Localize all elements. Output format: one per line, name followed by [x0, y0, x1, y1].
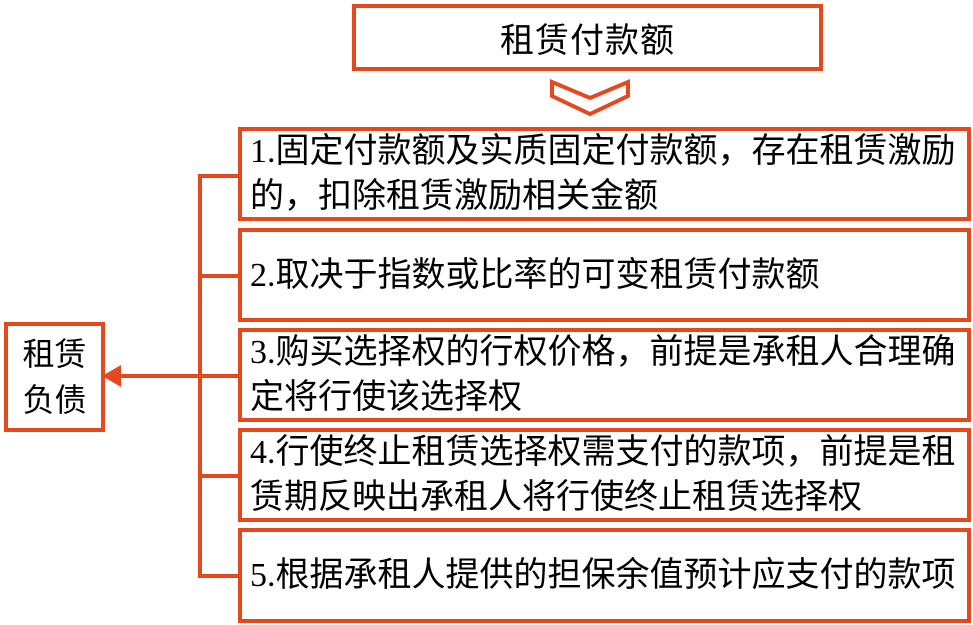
bracket-stub-3	[198, 374, 240, 378]
payment-item-text-2: 2.取决于指数或比率的可变租赁付款额	[250, 256, 820, 294]
bracket-stub-1	[198, 174, 240, 178]
lease-liability-line1: 租赁	[22, 336, 87, 372]
bracket-stub-4	[198, 474, 240, 478]
lease-liability-box: 租赁 负债	[4, 322, 105, 432]
title-box-label: 租赁付款额	[500, 23, 675, 60]
payment-item-box-4: 4.行使终止租赁选择权需支付的款项，前提是租赁期反映出承租人将行使终止租赁选择权	[238, 428, 971, 522]
lease-liability-line2: 负债	[22, 382, 87, 418]
chevron-down-icon	[550, 79, 630, 117]
arrow-left-icon	[102, 365, 121, 387]
arrow-left-shaft	[118, 374, 202, 378]
payment-item-text-4: 4.行使终止租赁选择权需支付的款项，前提是租赁期反映出承租人将行使终止租赁选择权	[250, 434, 956, 516]
bracket-stub-2	[198, 274, 240, 278]
payment-item-box-1: 1.固定付款额及实质固定付款额，存在租赁激励的，扣除租赁激励相关金额	[238, 127, 971, 221]
payment-item-text-1: 1.固定付款额及实质固定付款额，存在租赁激励的，扣除租赁激励相关金额	[250, 133, 956, 215]
title-box: 租赁付款额	[352, 4, 823, 71]
payment-item-box-5: 5.根据承租人提供的担保余值预计应支付的款项	[238, 528, 971, 623]
bracket-stub-5	[198, 574, 240, 578]
payment-item-text-3: 3.购买选择权的行权价格，前提是承租人合理确定将行使该选择权	[250, 334, 956, 416]
payment-item-box-2: 2.取决于指数或比率的可变租赁付款额	[238, 228, 971, 322]
payment-item-box-3: 3.购买选择权的行权价格，前提是承租人合理确定将行使该选择权	[238, 328, 971, 422]
payment-item-text-5: 5.根据承租人提供的担保余值预计应支付的款项	[250, 557, 956, 594]
